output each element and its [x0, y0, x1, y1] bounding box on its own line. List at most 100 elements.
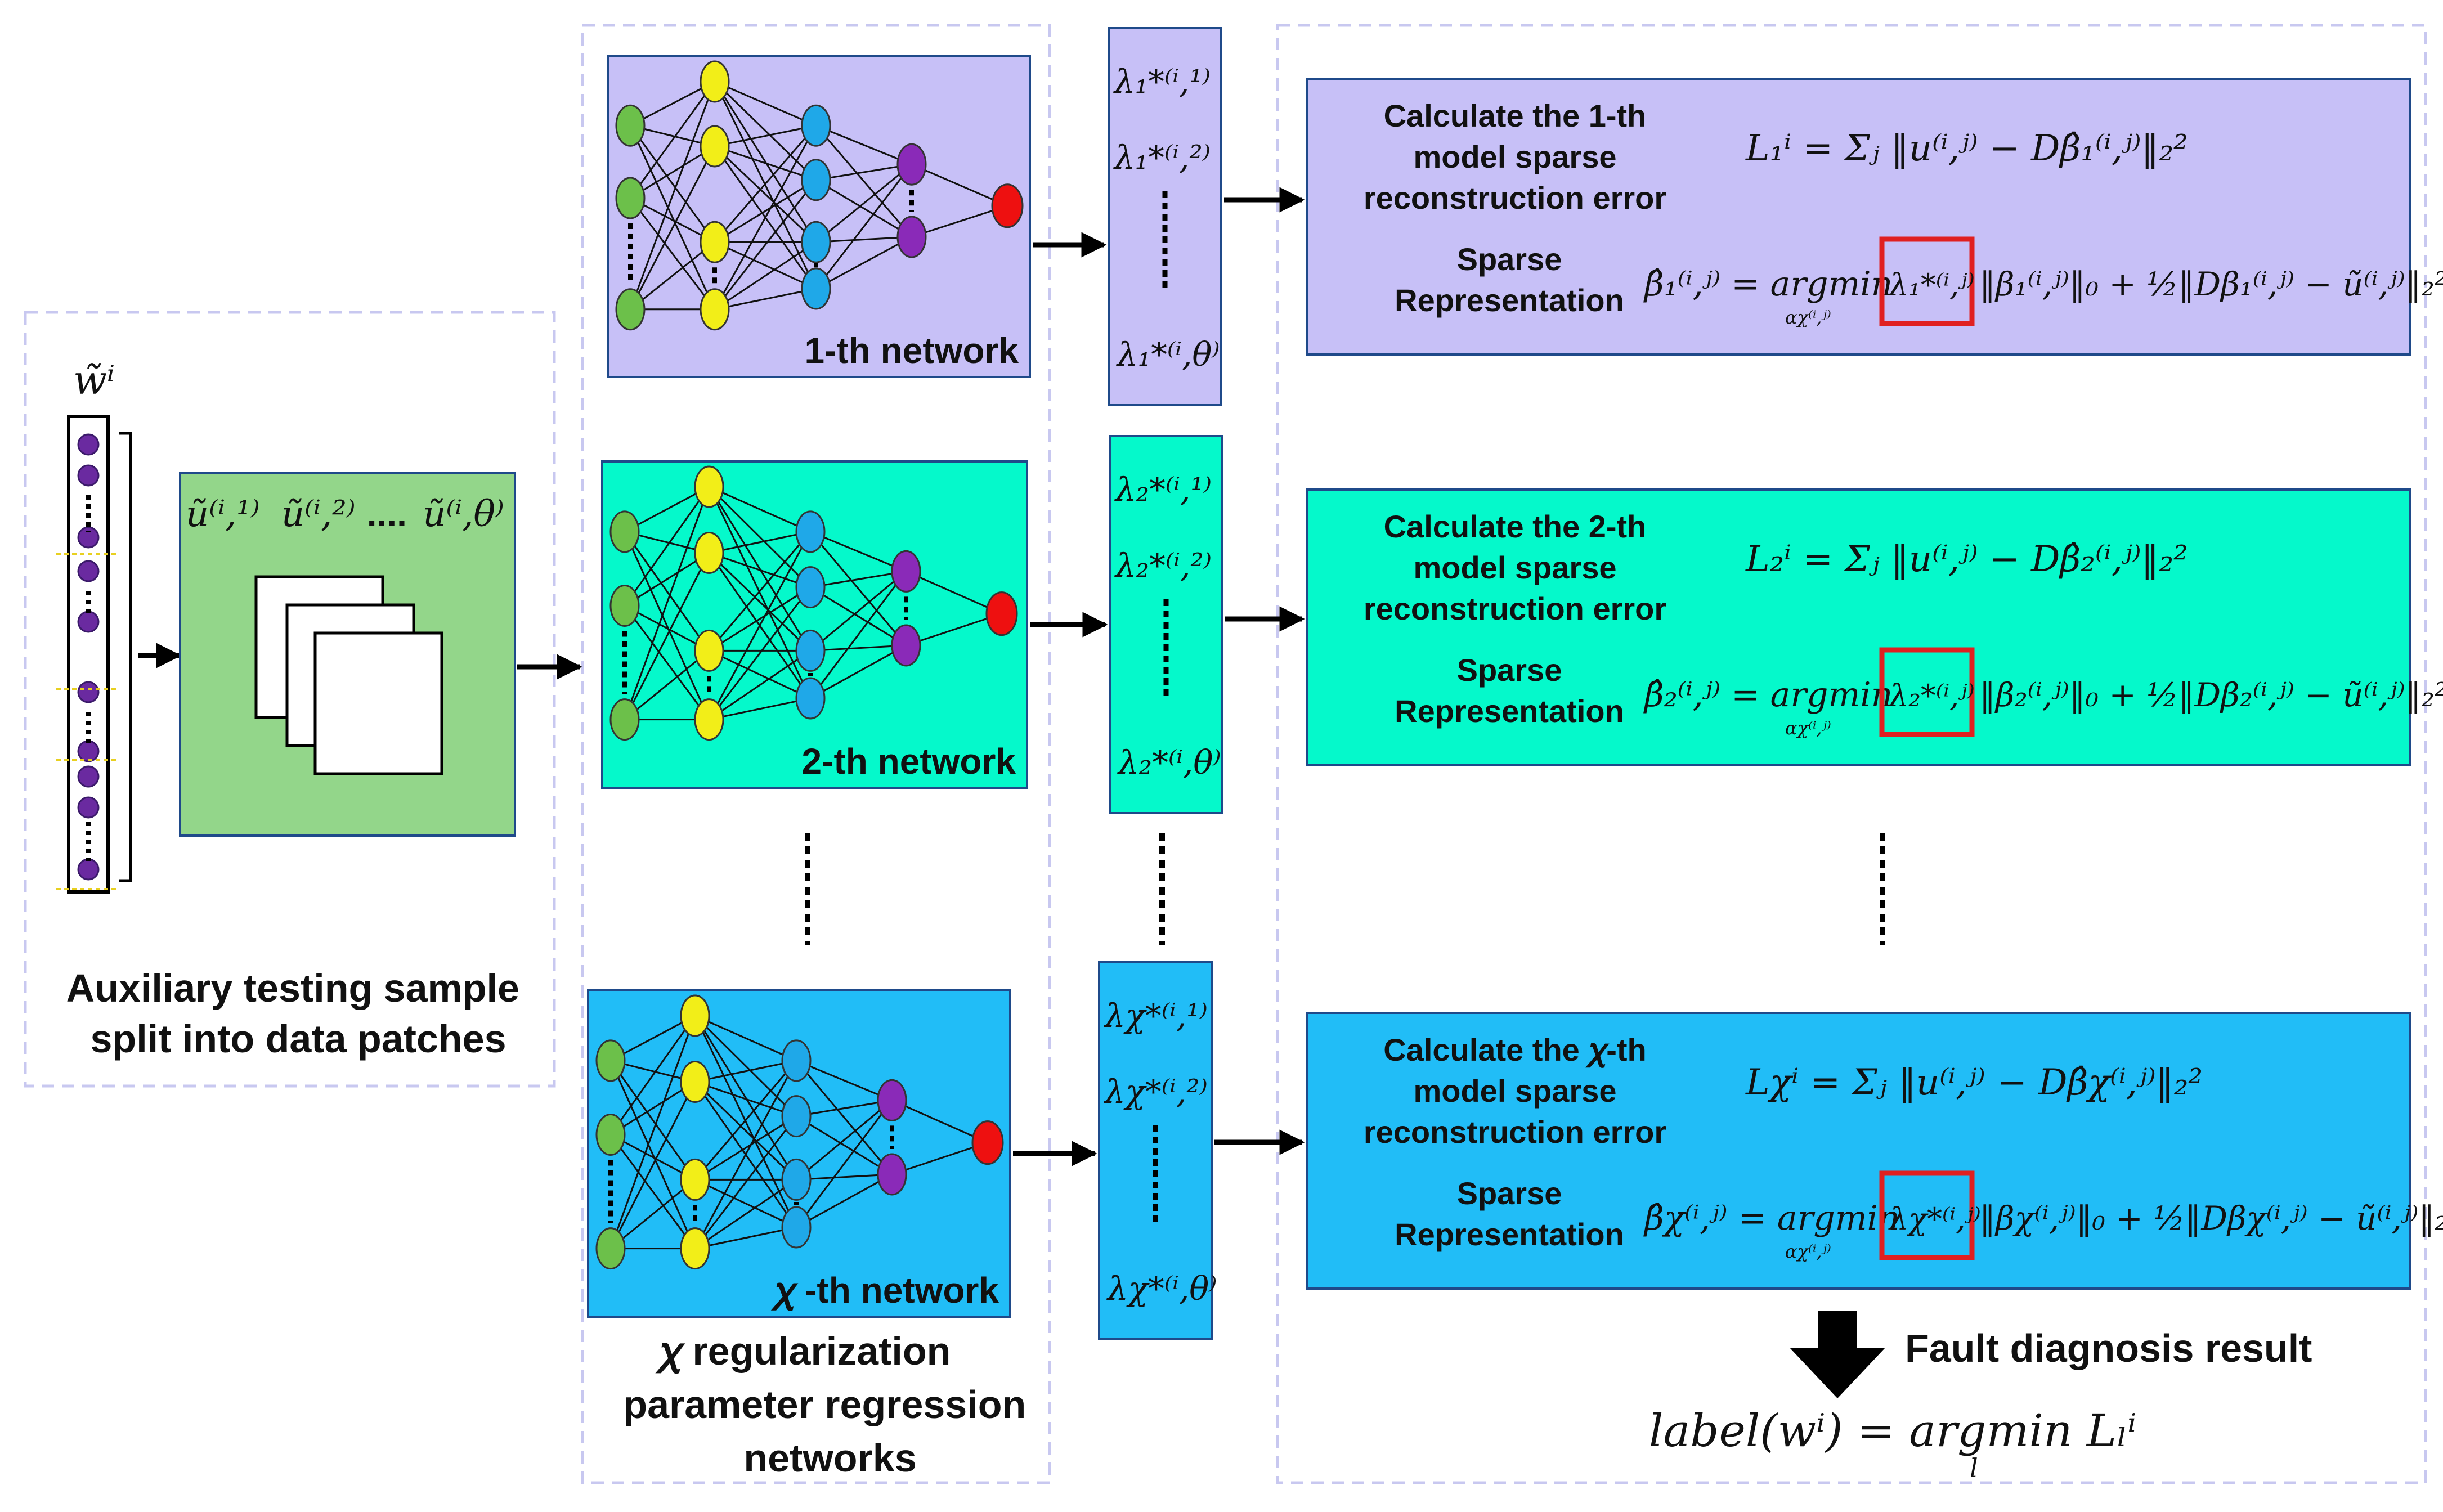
- neuron-node: [781, 1095, 812, 1138]
- neuron-node: [694, 629, 724, 672]
- sparse-lambda: λ₂*⁽ⁱ,ʲ⁾: [1888, 678, 1975, 714]
- vector-element-dot: [77, 433, 100, 456]
- sparse-rhs: ‖β₁⁽ⁱ,ʲ⁾‖₀ + ½‖Dβ₁⁽ⁱ,ʲ⁾ − ũ⁽ⁱ,ʲ⁾‖₂²: [1979, 265, 2443, 303]
- lambda-2: λ₁*⁽ⁱ,²⁾: [1113, 138, 1211, 177]
- neuron-node: [891, 624, 921, 667]
- vector-element-dot: [77, 858, 100, 881]
- vector-element-dot: [77, 796, 100, 819]
- neuron-node: [680, 1061, 710, 1103]
- vector-element-dot: [77, 740, 100, 762]
- neuron-node: [877, 1153, 907, 1196]
- vector-element-dot: [77, 611, 100, 633]
- neuron-node: [595, 1039, 626, 1082]
- neuron-node: [991, 183, 1024, 228]
- vector-element-dot: [77, 560, 100, 582]
- network-connections: [629, 80, 1008, 311]
- neuron-node: [795, 566, 826, 609]
- neuron-node: [801, 221, 831, 263]
- neuron-node: [781, 1039, 812, 1082]
- network-label: 𝜒 -th network: [770, 1270, 999, 1311]
- result-title: Fault diagnosis result: [1905, 1326, 2312, 1370]
- calc-box: [1306, 488, 2411, 766]
- lambda-theta: λ𝜒*⁽ⁱ,θ⁾: [1106, 1269, 1217, 1308]
- lambda-1: λ₁*⁽ⁱ,¹⁾: [1113, 62, 1211, 101]
- patch-labels: ũ⁽ⁱ,¹⁾ ũ⁽ⁱ,²⁾ .... ũ⁽ⁱ,θ⁾: [186, 493, 504, 535]
- neuron-node: [801, 159, 831, 201]
- neuron-node: [609, 585, 640, 627]
- lambda-2: λ₂*⁽ⁱ,²⁾: [1114, 546, 1212, 585]
- network-row-3: 𝜒 -th networkλ𝜒*⁽ⁱ,¹⁾λ𝜒*⁽ⁱ,²⁾λ𝜒*⁽ⁱ,θ⁾Cal…: [587, 961, 2443, 1340]
- networks-caption-line-3: networks: [743, 1436, 916, 1480]
- neuron-node: [595, 1114, 626, 1156]
- sparse-rhs: ‖β₂⁽ⁱ,ʲ⁾‖₀ + ½‖Dβ₂⁽ⁱ,ʲ⁾ − ũ⁽ⁱ,ʲ⁾‖₂²: [1979, 676, 2443, 714]
- neuron-node: [781, 1158, 812, 1201]
- neuron-node: [801, 267, 831, 310]
- loss-formula: L₂ⁱ = Σⱼ ‖u⁽ⁱ,ʲ⁾ − Dβ̂₂⁽ⁱ,ʲ⁾‖₂²: [1745, 539, 2188, 580]
- networks-caption-line-1: 𝜒 regularization: [655, 1329, 951, 1374]
- neuron-node: [694, 532, 724, 574]
- lambda-highlight-box: [1879, 647, 1975, 737]
- input-vector: [67, 415, 110, 894]
- lambda-1: λ₂*⁽ⁱ,¹⁾: [1114, 470, 1212, 509]
- neuron-node: [795, 510, 826, 553]
- result-formula: label(wⁱ) = argmin Lₗⁱ: [1649, 1405, 2136, 1457]
- calculation-section-frame: [1276, 24, 2427, 1484]
- neuron-node: [680, 1227, 710, 1270]
- sparse-lambda: λ₁*⁽ⁱ,ʲ⁾: [1888, 267, 1975, 303]
- sparse-lambda: λ𝜒*⁽ⁱ,ʲ⁾: [1888, 1201, 1981, 1237]
- input-caption-line-1: Auxiliary testing sample: [66, 966, 519, 1010]
- neuron-node: [971, 1120, 1004, 1165]
- lambda-highlight-box: [1879, 236, 1975, 326]
- neuron-node: [700, 60, 730, 103]
- neuron-node: [615, 104, 646, 147]
- vector-element-dot: [77, 464, 100, 487]
- neuron-node: [595, 1227, 626, 1270]
- input-vector-label: w̃ⁱ: [73, 357, 115, 403]
- calc-box: [1306, 78, 2411, 356]
- vector-element-dot: [77, 681, 100, 703]
- input-caption: Auxiliary testing sample split into data…: [66, 966, 531, 1061]
- calc-box: [1306, 1012, 2411, 1290]
- neuron-node: [795, 629, 826, 672]
- neuron-node: [896, 143, 927, 186]
- lambda-highlight-box: [1879, 1170, 1975, 1260]
- neuron-node: [896, 216, 927, 258]
- vector-bracket: [119, 432, 132, 882]
- neuron-node: [680, 1158, 710, 1201]
- result-formula-sub: l: [1970, 1453, 1978, 1483]
- neuron-node: [615, 288, 646, 331]
- networks-caption-line-2: parameter regression: [623, 1383, 1026, 1426]
- network-row-2: 2-th networkλ₂*⁽ⁱ,¹⁾λ₂*⁽ⁱ,²⁾λ₂*⁽ⁱ,θ⁾Calc…: [601, 435, 2443, 814]
- sparse-argmin-sub: α𝜒⁽ⁱ,ʲ⁾: [1785, 307, 1831, 328]
- patch-square-3: [313, 631, 443, 775]
- patch-label-theta: ũ⁽ⁱ,θ⁾: [423, 493, 504, 535]
- sparse-argmin-sub: α𝜒⁽ⁱ,ʲ⁾: [1785, 717, 1831, 739]
- neuron-node: [700, 221, 730, 263]
- network-connections: [624, 486, 1002, 721]
- neuron-node: [891, 550, 921, 593]
- patch-ellipsis: ....: [367, 493, 407, 534]
- input-caption-line-2: split into data patches: [91, 1017, 506, 1061]
- network-label: 1-th network: [805, 330, 1019, 371]
- neuron-node: [781, 1206, 812, 1249]
- networks-caption: 𝜒 regularization parameter regression ne…: [623, 1329, 1037, 1480]
- neuron-node: [877, 1079, 907, 1121]
- result-arrow: [1790, 1311, 1885, 1398]
- sparse-argmin-sub: α𝜒⁽ⁱ,ʲ⁾: [1785, 1241, 1831, 1262]
- neuron-node: [700, 288, 730, 331]
- neuron-node: [694, 698, 724, 741]
- sparse-lhs: β̂₁⁽ⁱ,ʲ⁾ = argmin: [1643, 264, 1893, 304]
- patch-label-1: ũ⁽ⁱ,¹⁾: [186, 493, 260, 535]
- loss-formula: L𝜒ⁱ = Σⱼ ‖u⁽ⁱ,ʲ⁾ − Dβ̂𝜒⁽ⁱ,ʲ⁾‖₂²: [1745, 1062, 2203, 1103]
- networks-section-frame: [581, 24, 1051, 1484]
- sparse-lhs: β̂₂⁽ⁱ,ʲ⁾ = argmin: [1643, 675, 1893, 715]
- vector-element-dot: [77, 765, 100, 788]
- lambda-2: λ𝜒*⁽ⁱ,²⁾: [1104, 1073, 1208, 1111]
